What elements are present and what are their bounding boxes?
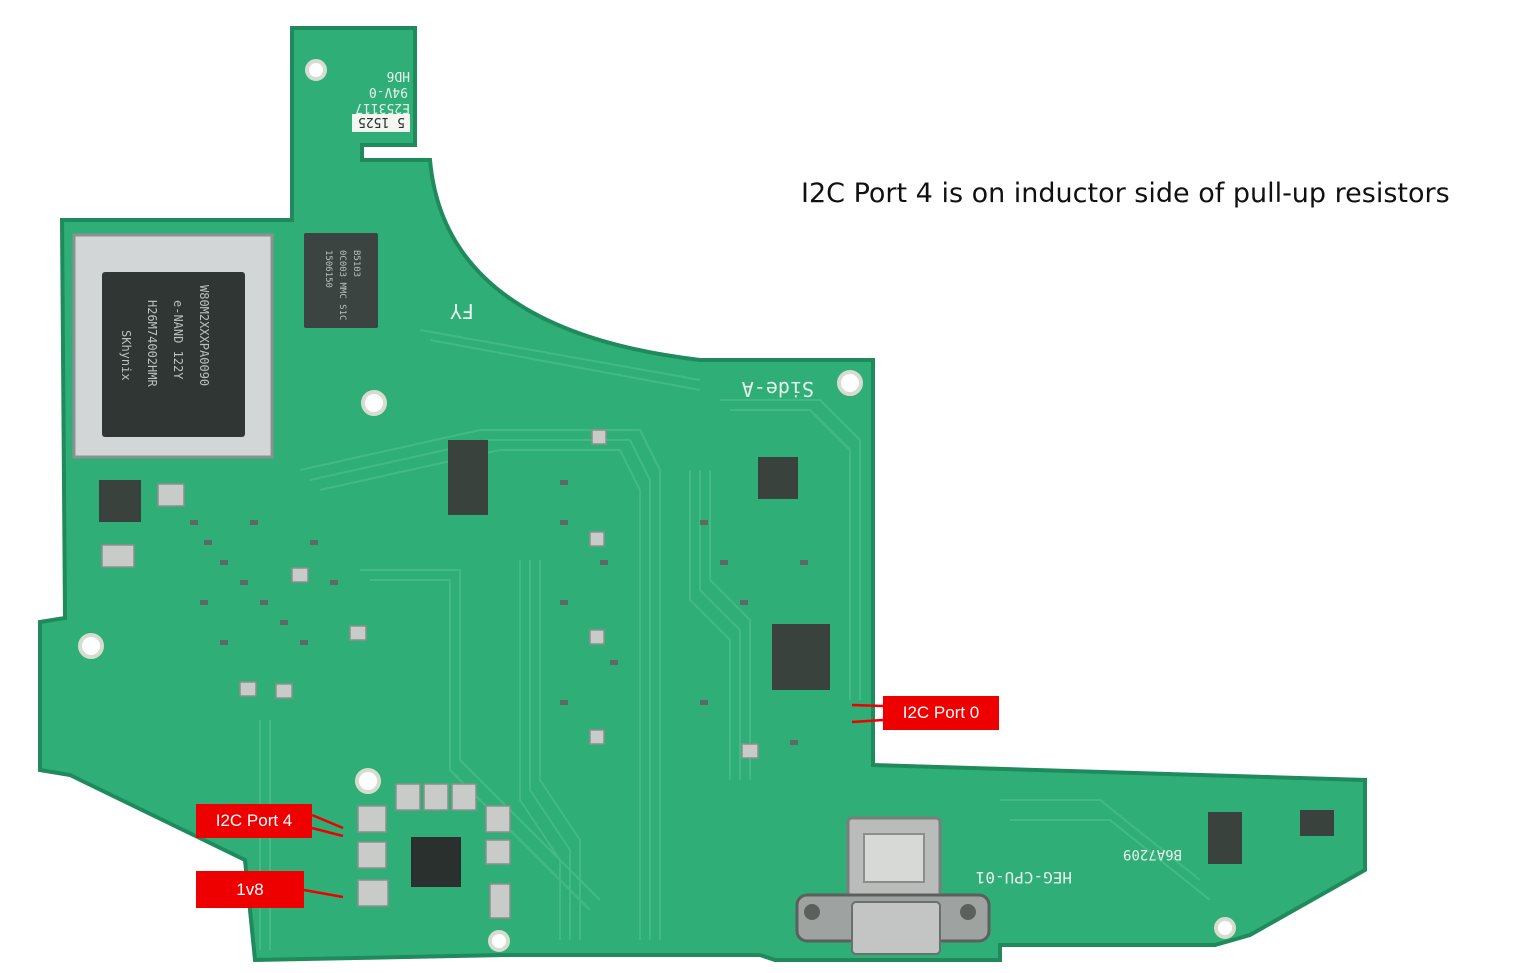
nand-chip (102, 272, 245, 437)
sdram-marking: B5103 (351, 250, 361, 277)
label-1v8: 1v8 (196, 871, 304, 908)
annotation-pointers (303, 703, 884, 899)
sdram-chip (304, 233, 378, 328)
ic-chip (411, 837, 461, 887)
sdram-marking: 1506150 (323, 250, 333, 288)
ic-chip (448, 440, 488, 515)
smd-parts (190, 480, 808, 745)
nand-marking: W80M2XXXPA0090 (197, 285, 211, 386)
nand-marking: e-NAND 122Y (171, 300, 185, 380)
ic-chip (758, 457, 798, 499)
passive-components (101, 429, 759, 919)
sdram-marking: 0C003 MMC S1C (337, 250, 347, 320)
silk-date-code: 5 1525 (358, 114, 405, 129)
silk-cert-line: 94V-0 (369, 84, 408, 99)
mounting-holes (78, 59, 1236, 952)
silk-ref: B6A7209 (1123, 846, 1182, 862)
nand-marking: H26M74002HMR (145, 300, 159, 387)
silk-fy: FY (450, 299, 474, 323)
annotation-caption: I2C Port 4 is on inductor side of pull-u… (801, 178, 1450, 209)
silk-cert-line: HD6 (387, 68, 410, 83)
nand-marking: SKhynix (119, 330, 133, 381)
silk-side: Side-A (742, 377, 814, 401)
label-i2c-port-0: I2C Port 0 (883, 696, 999, 730)
silk-model: HEG-CPU-01 (976, 868, 1072, 887)
ic-chip (99, 480, 141, 522)
ic-chip (772, 624, 830, 690)
label-i2c-port-4: I2C Port 4 (196, 804, 312, 838)
silk-cert-line: E253117 (355, 100, 410, 115)
ic-chip (1300, 810, 1334, 836)
ic-chip (1208, 812, 1242, 864)
